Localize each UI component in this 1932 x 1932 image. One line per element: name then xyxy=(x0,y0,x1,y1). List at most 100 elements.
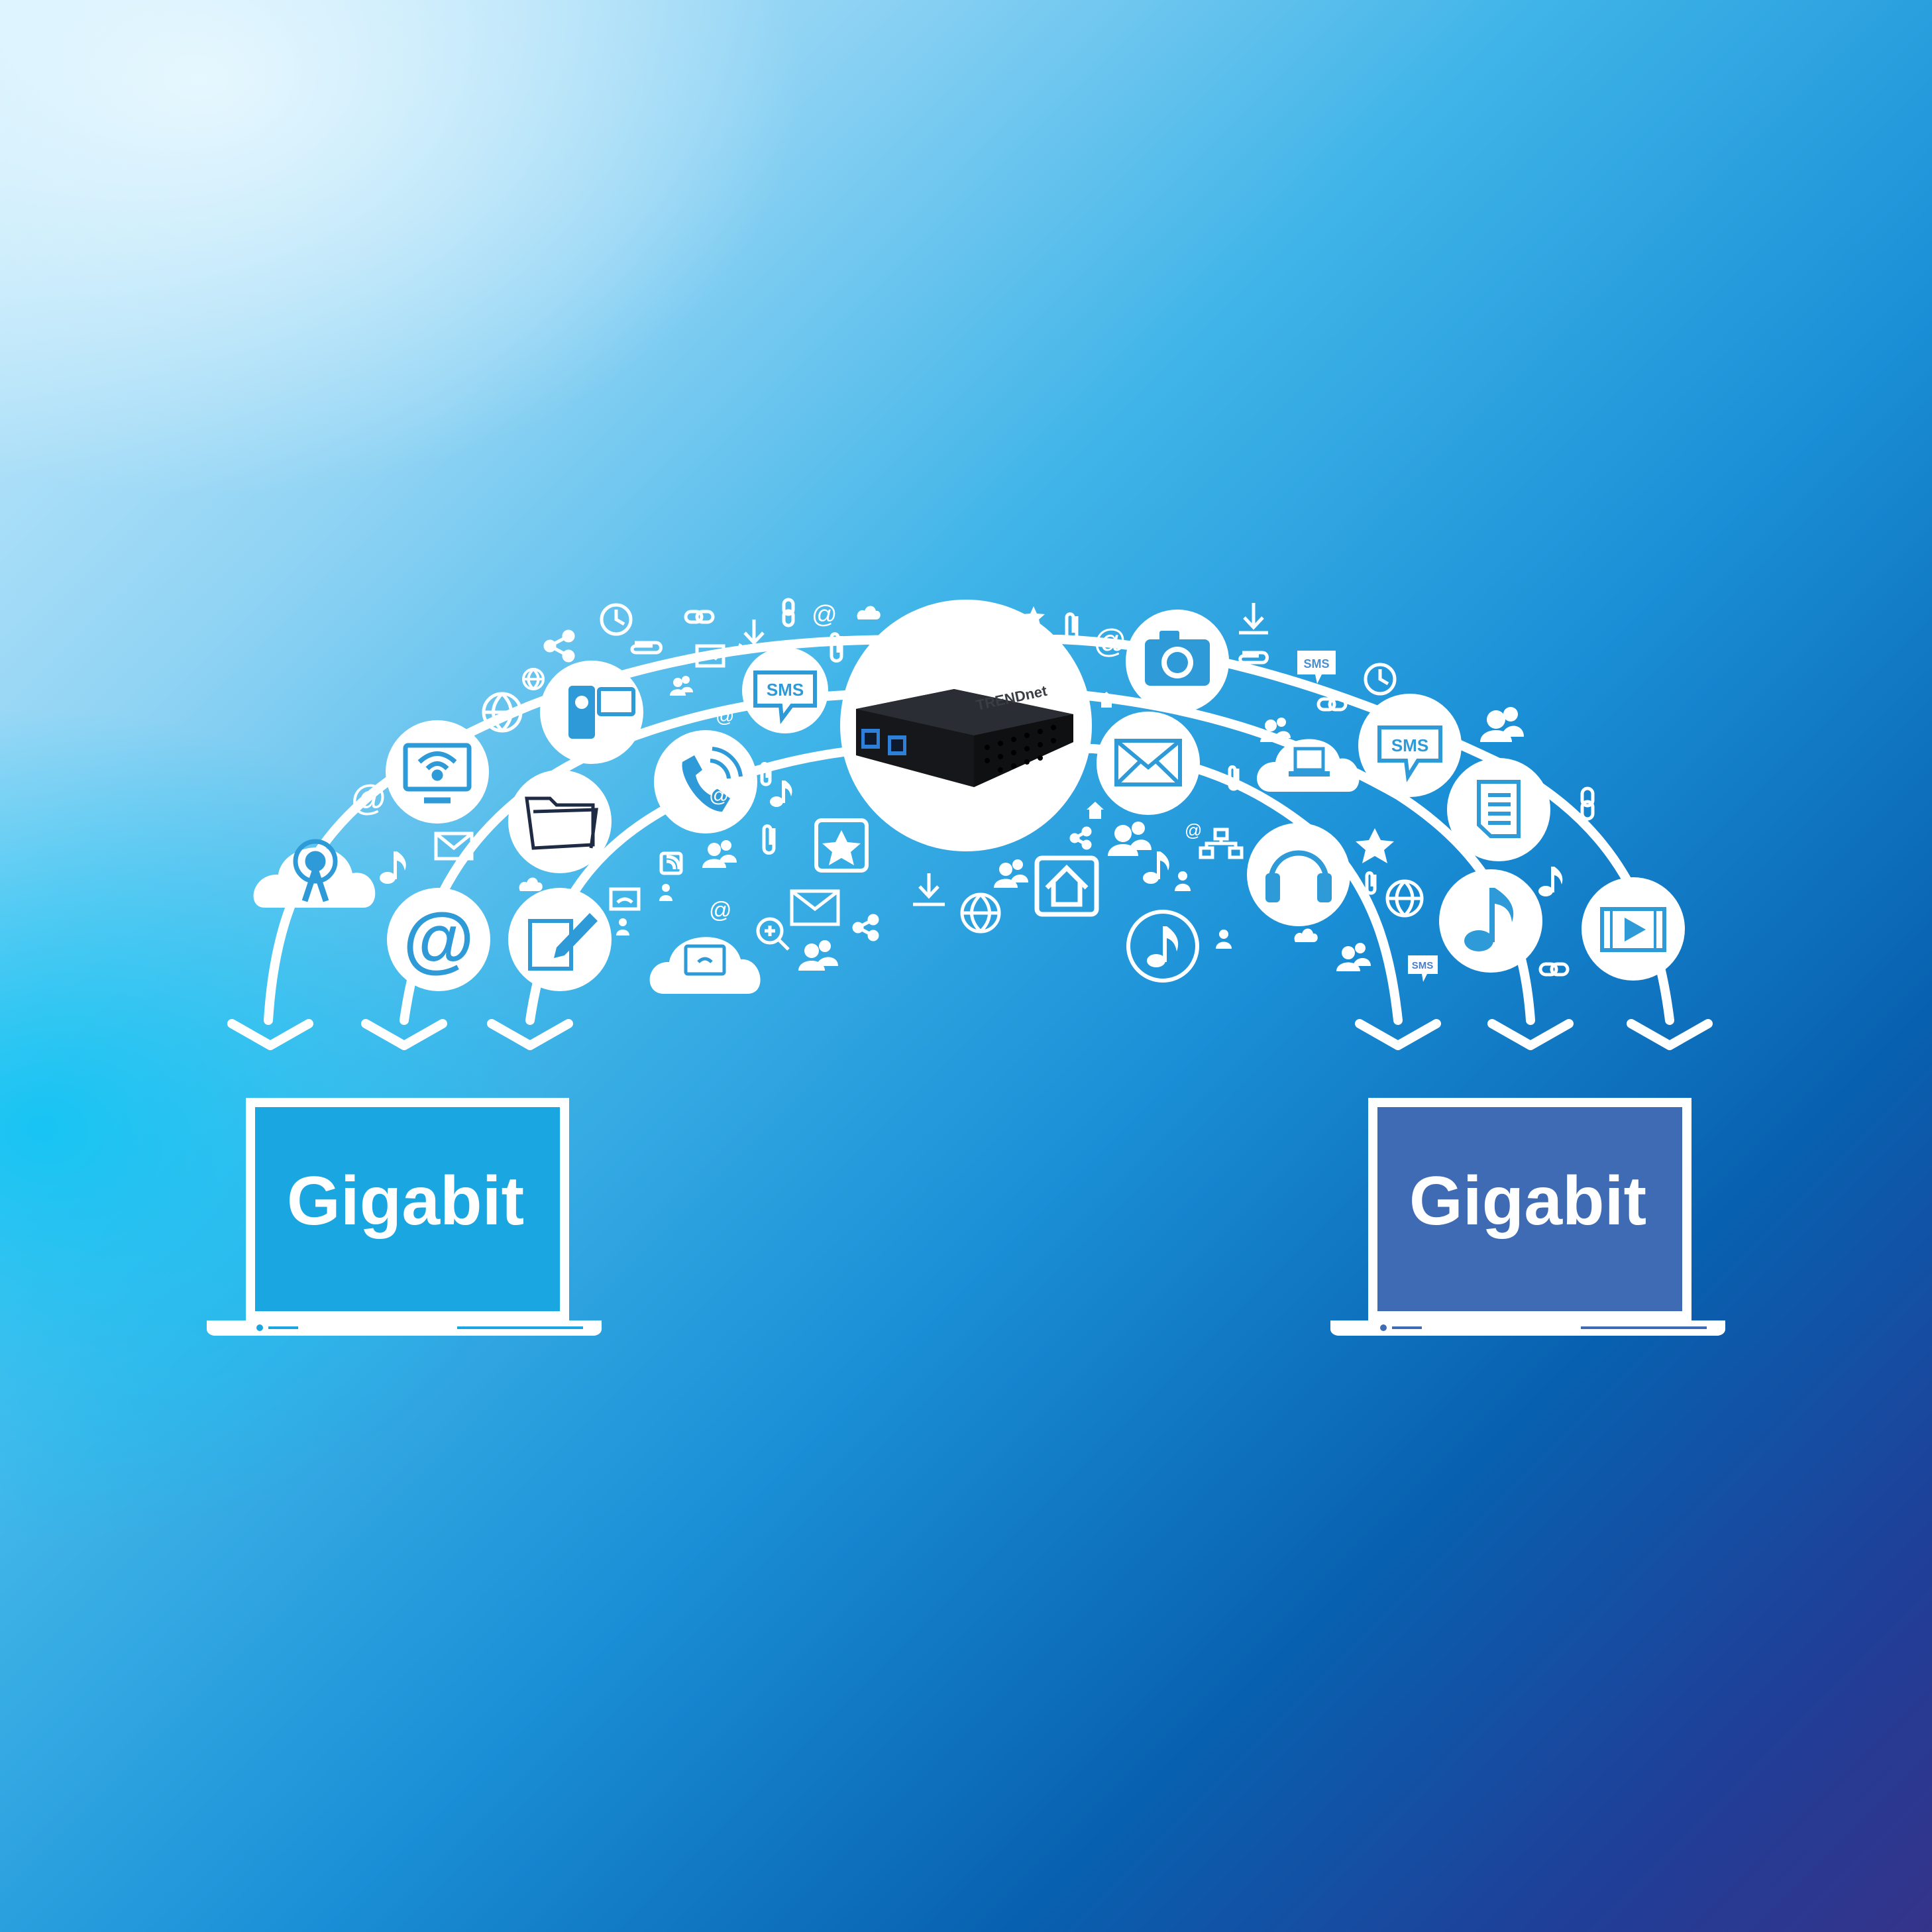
decorative-filled-icons: SMS SMS xyxy=(380,606,1563,982)
download-icon xyxy=(913,873,945,906)
laptop-label: Gigabit xyxy=(1409,1163,1646,1240)
users-icon xyxy=(1336,943,1371,971)
laptop-left: Gigabit xyxy=(207,1098,602,1336)
share-icon xyxy=(852,914,879,941)
decorative-icons: @ @ @ @ @ @ @ xyxy=(351,598,1595,977)
network-icon xyxy=(1199,828,1244,859)
share-icon xyxy=(543,629,575,663)
sms-icon: SMS xyxy=(753,671,817,724)
download-icon xyxy=(738,619,769,653)
paperclip-icon xyxy=(1365,871,1377,895)
folder-icon xyxy=(525,796,598,850)
document-bubble xyxy=(1447,758,1550,861)
cloud-icon xyxy=(857,606,881,619)
sms-small-icon: SMS xyxy=(1408,955,1438,982)
at-sign-icon: @ xyxy=(812,601,837,629)
sms-label: SMS xyxy=(1412,960,1434,971)
star-icon xyxy=(1356,828,1394,863)
monitor-wifi-icon xyxy=(684,944,726,976)
sms-icon: SMS xyxy=(1377,725,1442,782)
users-icon xyxy=(1108,822,1152,856)
sms-bubble-top: SMS xyxy=(742,647,828,733)
laptop-base xyxy=(207,1320,602,1336)
users-icon xyxy=(670,676,693,696)
sms-label: SMS xyxy=(767,680,804,700)
laptop-label: Gigabit xyxy=(287,1163,524,1240)
at-sign-icon: @ xyxy=(1093,623,1127,660)
camera-bubble xyxy=(1126,610,1229,713)
document-icon xyxy=(1477,780,1521,838)
music-circle xyxy=(1126,910,1199,983)
paperclip-icon xyxy=(1065,612,1079,643)
laptop-right: Gigabit xyxy=(1330,1098,1725,1336)
zoom-in-icon xyxy=(756,917,790,951)
users-icon xyxy=(702,840,737,868)
cloud-antenna-bubble xyxy=(253,839,376,908)
paperclip-icon xyxy=(1238,651,1269,665)
star-icon xyxy=(822,830,861,865)
users-icon xyxy=(1260,718,1291,742)
music-note-icon xyxy=(1464,888,1514,951)
cloud-icon xyxy=(1294,928,1318,942)
email-bubble: @ xyxy=(387,888,490,991)
star-icon xyxy=(1022,606,1045,627)
star-tile-bubble xyxy=(814,818,869,873)
globe-icon xyxy=(482,692,523,733)
monitor-wifi-icon xyxy=(403,743,472,804)
at-sign-icon: @ xyxy=(716,706,734,726)
arrow-down-icon xyxy=(361,1019,447,1050)
globe-icon xyxy=(522,668,545,690)
vent-holes xyxy=(985,725,1056,773)
paperclip-icon xyxy=(830,632,843,663)
globe-icon xyxy=(1385,879,1424,918)
envelope-icon xyxy=(434,832,474,861)
cloud-icon xyxy=(519,877,543,891)
link-icon xyxy=(1580,786,1595,821)
user-icon xyxy=(1216,930,1232,949)
users-icon xyxy=(1480,707,1524,742)
camcorder-bubble xyxy=(540,661,643,764)
arrow-down-icon xyxy=(487,1019,573,1050)
phone-icon xyxy=(682,747,743,812)
paperclip-icon xyxy=(762,824,776,855)
network-switch-device: TRENDnet xyxy=(856,682,1073,787)
paperclip-icon xyxy=(1228,765,1240,791)
arrow-down-icon xyxy=(1487,1019,1574,1050)
sms-small-icon: SMS xyxy=(1297,651,1336,684)
share-icon xyxy=(1069,826,1092,850)
music-note-icon xyxy=(1538,867,1563,896)
sms-label: SMS xyxy=(1391,735,1428,755)
note-edit-bubble xyxy=(508,888,612,991)
at-sign-icon: @ xyxy=(351,778,386,818)
envelope-icon xyxy=(790,889,840,926)
laptop-base xyxy=(1330,1320,1725,1336)
at-sign-icon: @ xyxy=(1185,820,1202,840)
paperclip-icon xyxy=(760,762,772,786)
house-icon xyxy=(1087,802,1104,819)
phone-bubble xyxy=(654,730,757,833)
globe-icon xyxy=(960,892,1001,934)
sms-label: SMS xyxy=(1303,657,1329,671)
music-note-icon xyxy=(1147,926,1179,967)
house-icon xyxy=(1099,692,1114,708)
edit-note-icon xyxy=(528,913,598,971)
laptop-icon xyxy=(1289,747,1330,777)
cloud-laptop-bubble xyxy=(1257,739,1360,792)
monitor-wifi-icon xyxy=(695,644,725,668)
users-icon xyxy=(798,940,838,971)
download-icon xyxy=(1239,603,1268,635)
video-play-icon xyxy=(1600,907,1666,952)
paperclip-icon xyxy=(630,641,663,655)
arrow-down-icon xyxy=(1627,1019,1713,1050)
at-sign-icon: @ xyxy=(403,898,474,980)
music-bubble xyxy=(1439,869,1542,973)
camcorder-icon xyxy=(568,686,635,739)
envelope-icon xyxy=(1114,739,1182,786)
cloud-monitor-bubble xyxy=(649,937,761,994)
sms-bubble-right: SMS xyxy=(1358,694,1462,797)
music-note-icon xyxy=(380,851,406,884)
video-bubble xyxy=(1582,877,1685,981)
antenna-icon xyxy=(293,839,338,902)
